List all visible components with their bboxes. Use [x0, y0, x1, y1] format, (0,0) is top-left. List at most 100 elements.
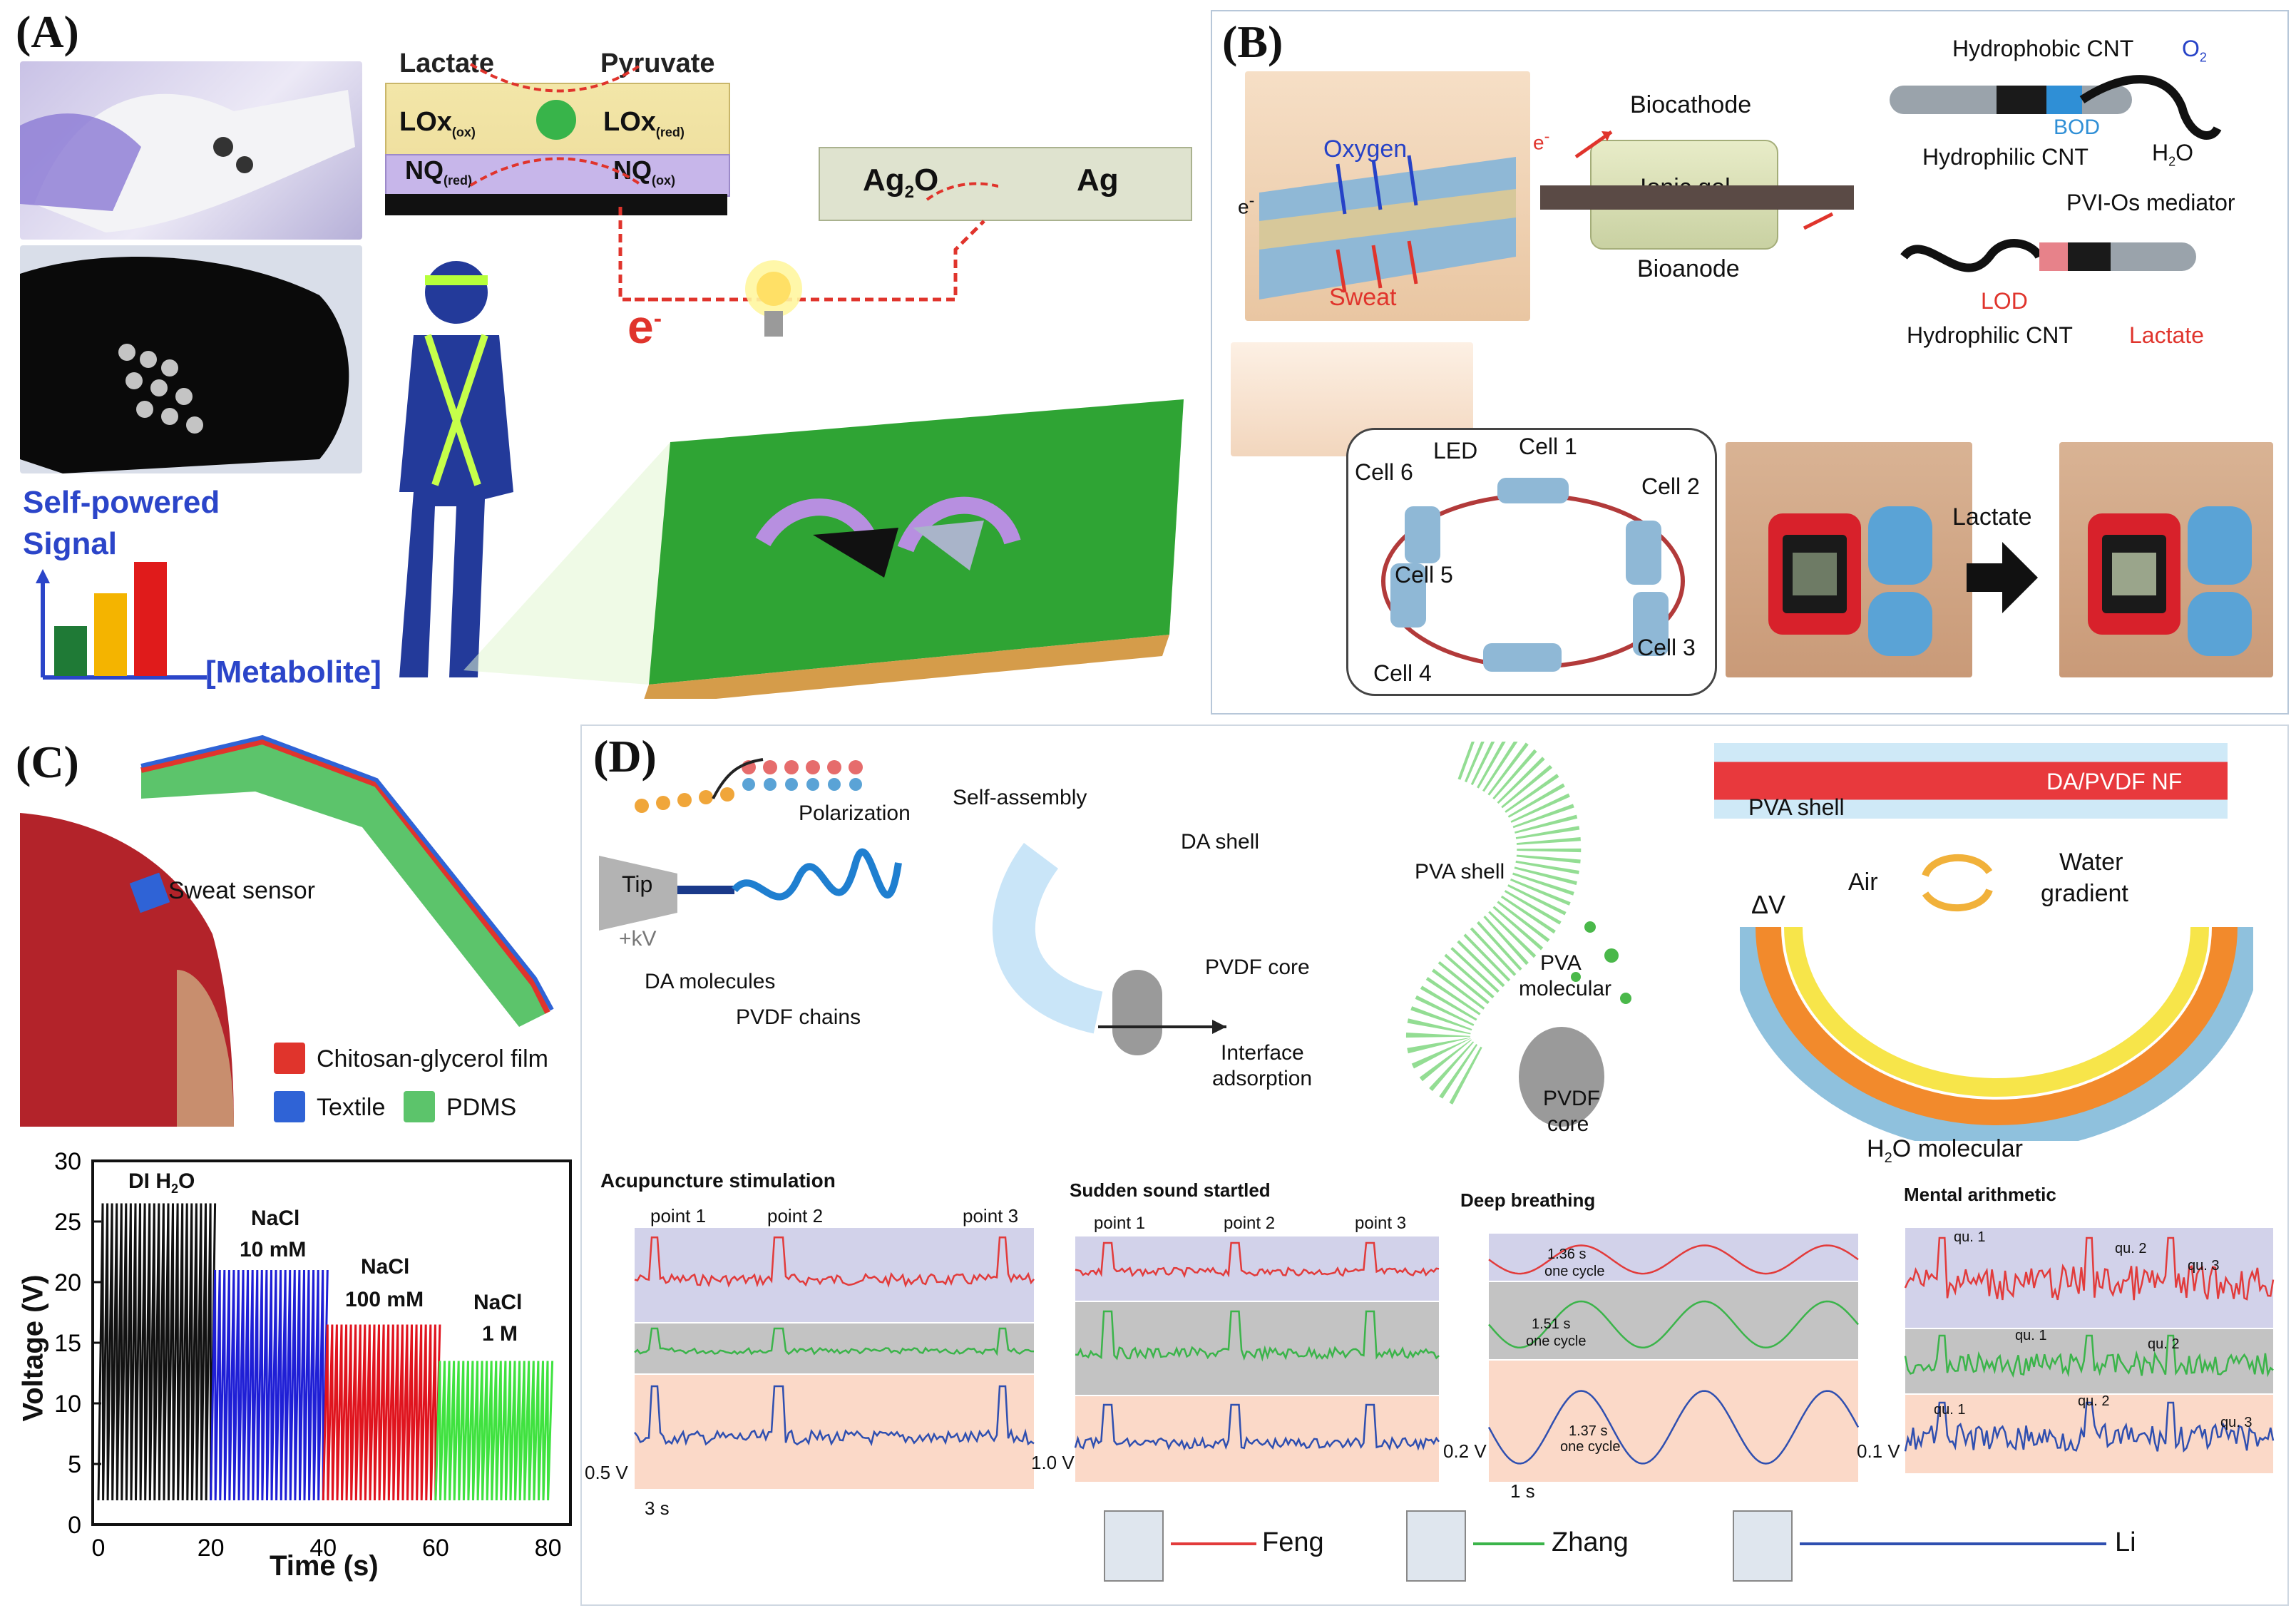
glove-illustration [20, 90, 355, 232]
pvdf-core2-2: core [1547, 1112, 1589, 1136]
o2-label: O2 [2182, 36, 2207, 65]
da-pvdf-nf-label: DA/PVDF NF [2046, 769, 2183, 794]
kv-label: +kV [619, 927, 657, 951]
nq-ox-label: NQ(ox) [613, 155, 675, 188]
snd-point-1: point 1 [1094, 1214, 1146, 1233]
wrist-bfc-photo [1245, 71, 1530, 321]
x-tick-label: 20 [198, 1535, 225, 1562]
seg-di-label: DI H2O [128, 1169, 195, 1196]
acu-point-2: point 2 [767, 1205, 824, 1227]
br-cycle-2b: one cycle [1526, 1333, 1587, 1349]
seg-100mm-label1: NaCl [361, 1255, 410, 1279]
signal-trace [1488, 1244, 1859, 1275]
zhang-label: Zhang [1552, 1527, 1629, 1557]
lactate-b-label: Lactate [2129, 322, 2204, 348]
lightbulb-icon [745, 260, 802, 337]
cell-5-label: Cell 5 [1395, 562, 1453, 588]
hydrophilic-cnt-bottom-label: Hydrophilic CNT [1907, 322, 2073, 348]
acu-strip-red [635, 1228, 1034, 1322]
seg-1m-label2: 1 M [482, 1322, 518, 1346]
nf-tube [1714, 743, 2228, 819]
shirt-illustration [20, 257, 349, 473]
voltage-ylabel: Voltage (V) [17, 1274, 49, 1422]
lox-red-label: LOx(red) [603, 107, 685, 140]
acu-scale-v: 0.5 V [585, 1462, 628, 1483]
br-cycle-1: 1.36 s [1547, 1246, 1587, 1262]
acu-scale-t: 3 s [645, 1497, 670, 1519]
pva-shell-label: PVA shell [1415, 860, 1505, 884]
photo-arm-sensor [20, 61, 362, 240]
self-powered-text: Self-powered [23, 485, 220, 520]
li-label: Li [2115, 1527, 2136, 1557]
voltage-trace-segment [322, 1324, 441, 1501]
signal-text: Signal [23, 526, 118, 561]
watch-before-photo [1726, 442, 1972, 677]
legend-chitosan-label: Chitosan-glycerol film [317, 1045, 548, 1072]
cell-1-label: Cell 1 [1519, 434, 1577, 459]
cell-6-label: Cell 6 [1355, 459, 1413, 485]
signal-title-acupuncture: Acupuncture stimulation [600, 1169, 836, 1192]
br-cycle-3b: one cycle [1560, 1439, 1621, 1455]
electron-flow-arrow [635, 182, 998, 302]
panel-a-label: (A) [16, 6, 79, 57]
ma-strip-red [1905, 1228, 2273, 1328]
right-arrow-icon [1967, 542, 2038, 613]
signal-trace [1074, 1403, 1440, 1451]
fiber-cell-diagram [1540, 130, 1854, 230]
electrospinning-diagram [599, 758, 1226, 1055]
ag-label: Ag [1077, 163, 1119, 198]
ma-qu-1b: qu. 1 [1934, 1402, 1966, 1418]
fiber-bundle-illustration [1259, 155, 1516, 299]
nq-red-label: NQ(red) [405, 155, 472, 188]
air-label: Air [1848, 869, 1878, 896]
snd-scale-v: 1.0 V [1031, 1452, 1075, 1473]
snd-point-3: point 3 [1355, 1214, 1407, 1233]
signal-trace [1075, 1241, 1440, 1279]
pva-fiber [1406, 742, 1631, 1127]
fiber-cross-section [1740, 926, 2253, 1141]
tip-label: Tip [622, 871, 653, 897]
e-gel-label: e- [1533, 127, 1550, 154]
voltage-xlabel: Time (s) [270, 1550, 379, 1582]
signal-traces [634, 1236, 2275, 1465]
h2o-label: H2O [2152, 140, 2194, 169]
acu-point-3: point 3 [963, 1205, 1019, 1227]
seg-10mm-label1: NaCl [251, 1207, 300, 1230]
li-line [1800, 1542, 2106, 1545]
signal-trace [634, 1236, 1035, 1288]
br-strip-red [1489, 1234, 1858, 1281]
br-strip-blue [1489, 1361, 1858, 1482]
snd-point-2: point 2 [1224, 1214, 1276, 1233]
y-tick-label: 0 [68, 1512, 81, 1539]
voltage-trace-segment [97, 1203, 217, 1501]
zhang-line [1473, 1542, 1544, 1545]
y-tick-label: 20 [54, 1269, 81, 1296]
signal-trace [1904, 1334, 2274, 1378]
portrait-zhang [1406, 1510, 1466, 1582]
pvi-label: PVI-Os mediator [2066, 190, 2235, 215]
cycle-arrows-icon [1922, 854, 1993, 911]
bioanode-label: Bioanode [1637, 255, 1740, 282]
cell-4-label: Cell 4 [1373, 660, 1432, 686]
cathode-fiber [1890, 75, 2222, 140]
worker-figure [399, 261, 513, 677]
da-molecules-label: DA molecules [645, 970, 776, 993]
lox-ox-label: LOx(ox) [399, 107, 476, 140]
y-tick-label: 25 [54, 1209, 81, 1236]
signal-trace [634, 1327, 1035, 1356]
oxygen-label: Oxygen [1323, 135, 1408, 163]
x-tick-label: 80 [535, 1535, 562, 1562]
legend-textile-swatch [274, 1091, 305, 1122]
legend-pdms-swatch [404, 1091, 435, 1122]
seg-1m-label1: NaCl [473, 1291, 523, 1314]
interface-label-2: adsorption [1212, 1067, 1313, 1090]
biocathode-label: Biocathode [1630, 91, 1752, 118]
h2o-molecular-label: H2O molecular [1867, 1135, 2023, 1166]
ma-qu-3: qu. 3 [2188, 1258, 2220, 1274]
lod-label: LOD [1981, 288, 2028, 314]
anode-fiber [1900, 239, 2196, 272]
x-tick-label: 0 [92, 1535, 106, 1562]
pvdf-core-label: PVDF core [1205, 956, 1310, 979]
ma-scale-v: 0.1 V [1857, 1440, 1900, 1462]
